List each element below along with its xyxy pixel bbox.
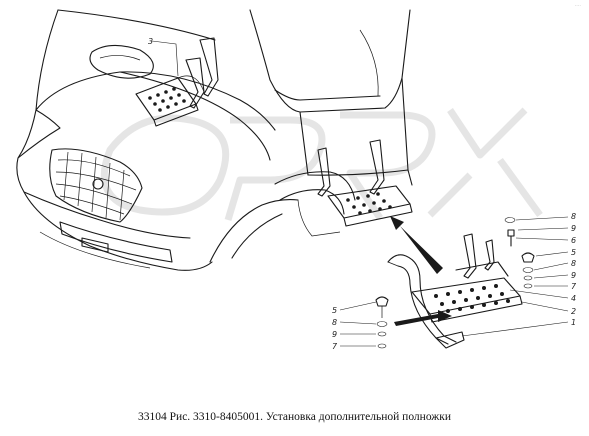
- callouts-right: 8 9 6 5 8 9 7 4 2 1: [571, 212, 577, 327]
- step-assembly-top: [135, 37, 219, 127]
- callout-leaders: [151, 40, 569, 347]
- figure-caption: 33104 Рис. 3310-8405001. Установка допол…: [138, 411, 451, 423]
- callout-right: 9: [571, 224, 576, 233]
- callout-right: 5: [571, 248, 576, 257]
- callout-right: 8: [571, 212, 576, 221]
- step-plate-holes-top: [148, 87, 186, 112]
- hardware-right: [504, 217, 535, 289]
- callout-left: 9: [332, 330, 337, 339]
- step-assembly-exploded: [375, 217, 535, 349]
- step-plate-holes-installed: [346, 192, 392, 215]
- callout-step-top: 3: [148, 37, 153, 46]
- grille: [49, 148, 143, 223]
- callout-left: 7: [332, 342, 338, 351]
- callouts-left: 5 8 9 7: [332, 306, 338, 351]
- callout-right: 2: [571, 307, 576, 316]
- callout-right: 7: [571, 282, 577, 291]
- callout-left: 5: [332, 306, 337, 315]
- installation-arrow: [390, 216, 443, 274]
- callout-right: 1: [571, 318, 576, 327]
- watermark-logo: [100, 107, 543, 222]
- callout-left: 8: [332, 318, 337, 327]
- hardware-left: [375, 296, 389, 349]
- callout-right: 8: [571, 259, 576, 268]
- callout-right: 4: [571, 294, 576, 303]
- corner-mark: ····: [574, 3, 581, 9]
- step-assembly-installed: [317, 139, 413, 227]
- callout-right: 9: [571, 271, 576, 280]
- callout-right: 6: [571, 236, 576, 245]
- step-plate-holes-exploded: [434, 284, 510, 313]
- vehicle-body: [16, 9, 413, 271]
